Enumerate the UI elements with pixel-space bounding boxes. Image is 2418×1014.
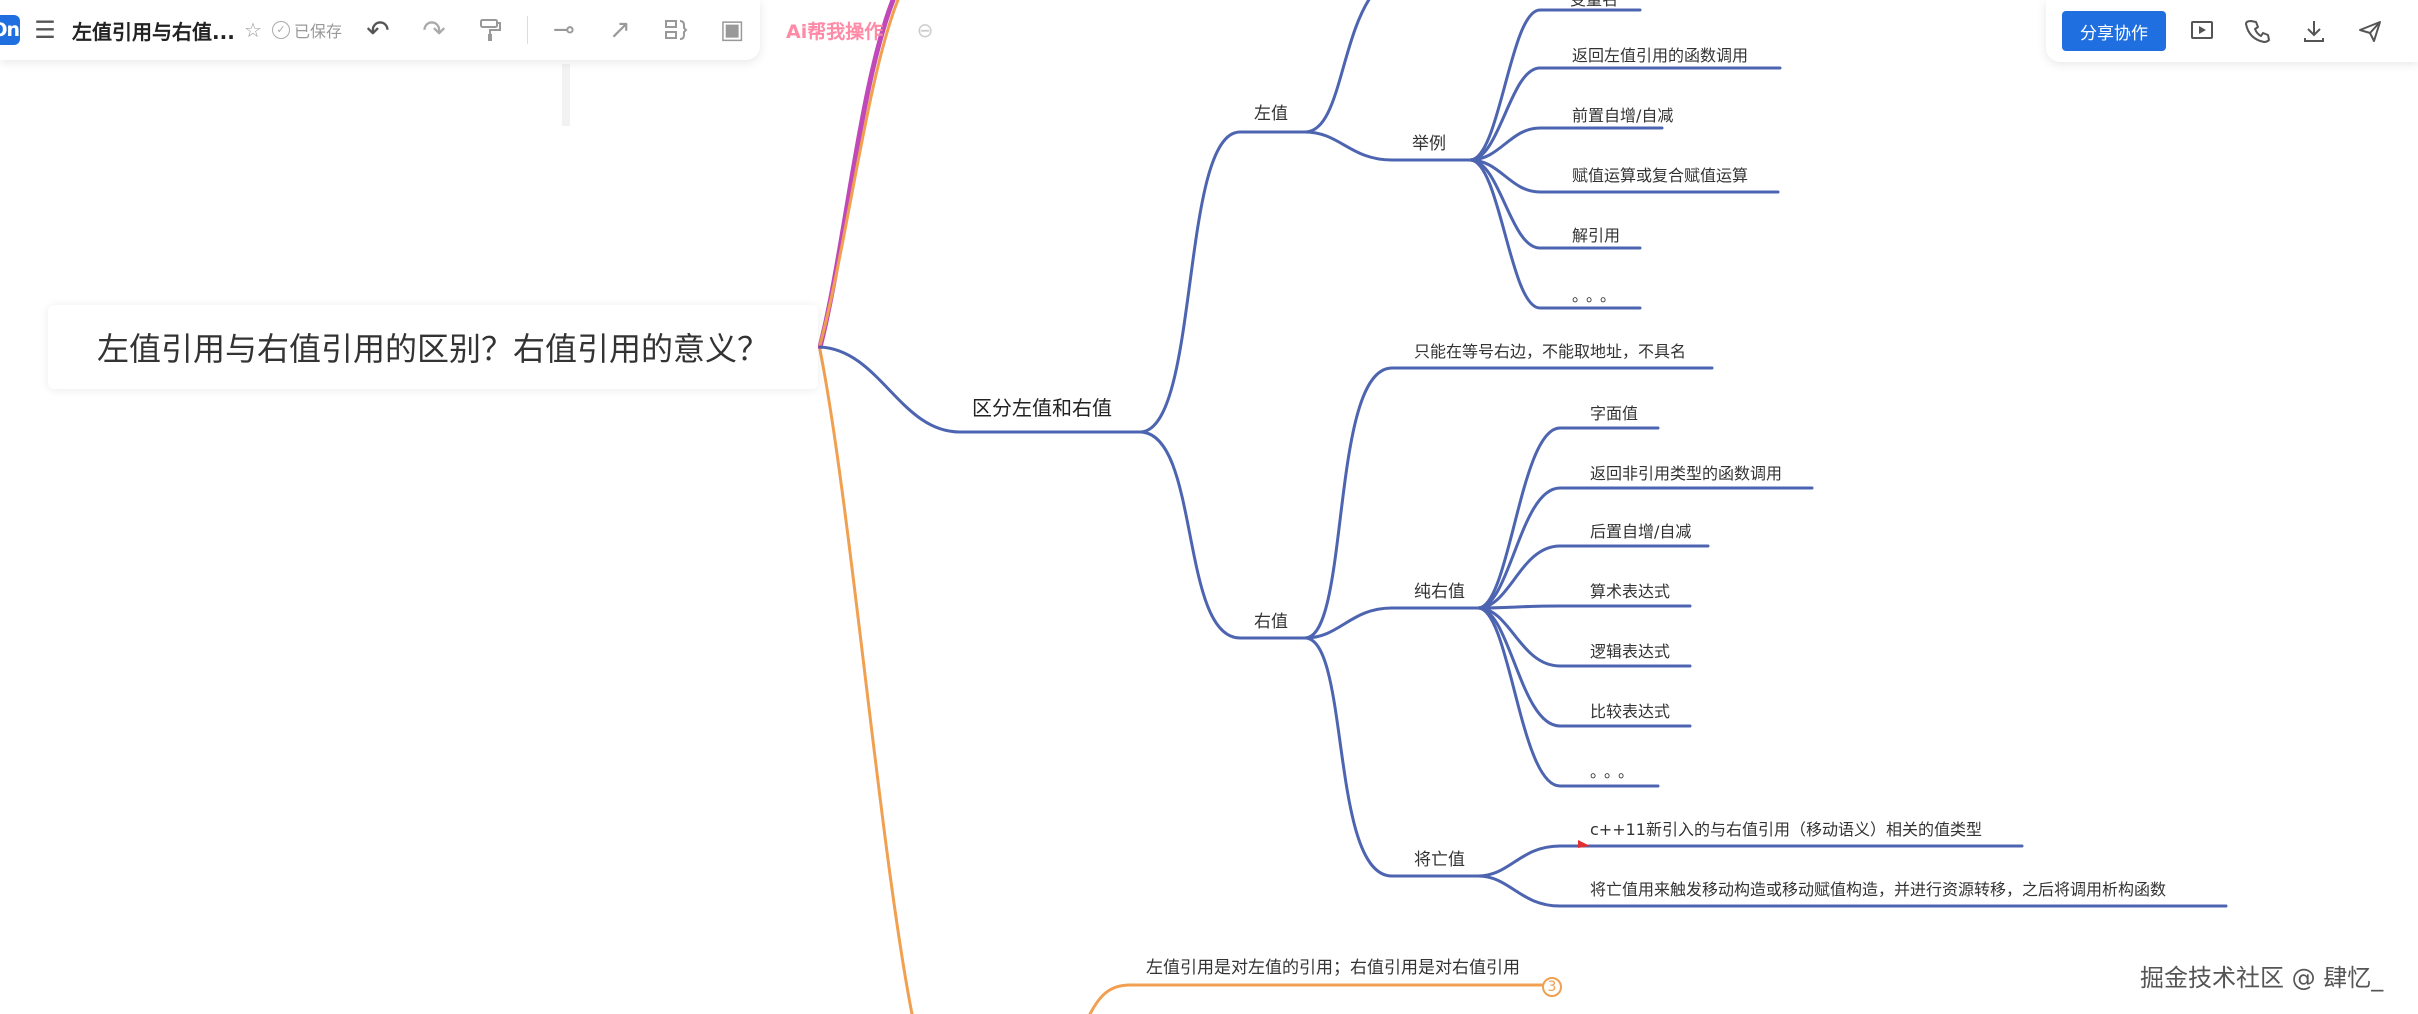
arrow-link-icon[interactable]: ↗ [609,15,631,45]
node-xvalue-item[interactable]: 将亡值用来触发移动构造或移动赋值构造，并进行资源转移，之后将调用析构函数 [1590,880,2167,899]
star-icon[interactable]: ☆ [244,18,262,42]
root-topic[interactable]: 左值引用与右值引用的区别？右值引用的意义？ [48,305,818,389]
connector-root-orange-down [818,348,914,1014]
connector-rvalue-prvalue [1303,606,1480,640]
saved-status: ✓ 已保存 [272,16,342,44]
redo-icon[interactable]: ↷ [422,13,446,47]
menu-icon[interactable]: ☰ [34,16,56,44]
node-main-branch[interactable]: 区分左值和右值 [972,396,1112,420]
node-prvalue-item[interactable]: 返回非引用类型的函数调用 [1590,464,1783,483]
ai-assistant-button[interactable]: Ai帮我操作 [786,20,884,43]
insert-node-icon[interactable]: ⊸ [553,15,575,45]
connector-bottom-branch [1088,983,1544,1014]
node-prvalue-item[interactable]: 后置自增/自减 [1590,522,1692,541]
scroll-track[interactable] [562,64,570,126]
root-topic-text: 左值引用与右值引用的区别？右值引用的意义？ [96,330,769,368]
download-icon[interactable] [2298,15,2330,47]
node-prvalue-item[interactable]: 比较表达式 [1590,702,1671,721]
connector-lvalue-examples [1303,130,1472,162]
node-prvalue-item[interactable]: 算术表达式 [1590,582,1671,601]
node-prvalue-item[interactable]: 字面值 [1590,404,1639,423]
node-bottom-branch[interactable]: 左值引用是对左值的引用；右值引用是对右值引用 [1146,958,1520,978]
node-prvalue-item[interactable]: 逻辑表达式 [1590,642,1671,661]
connector-rvalue-desc [1303,366,1714,640]
node-prvalue[interactable]: 纯右值 [1414,582,1465,602]
ai-collapse-icon[interactable]: ⊖ [916,18,934,42]
summary-icon[interactable] [660,14,692,46]
red-cursor-mark [1578,840,1590,848]
connector-root-main [818,345,1142,434]
saved-status-text: 已保存 [294,22,343,41]
node-lvalue-example-item[interactable]: 解引用 [1572,226,1621,245]
connector-rvalue-xvalue [1303,636,1480,878]
undo-icon[interactable]: ↶ [366,13,390,47]
connector-root-orange-up [818,0,900,347]
node-lvalue-example-item[interactable]: 前置自增/自减 [1572,106,1674,125]
node-lvalue-example-item[interactable]: 赋值运算或复合赋值运算 [1572,166,1749,185]
node-lvalue-example-item[interactable]: 返回左值引用的函数调用 [1572,46,1749,65]
collapsed-count-badge[interactable]: 3 [1542,977,1562,997]
top-toolbar-left [0,0,760,60]
node-rvalue[interactable]: 右值 [1254,612,1288,632]
document-title[interactable]: 左值引用与右值... [72,19,235,44]
outline-box-icon[interactable]: ▣ [719,15,745,45]
connector-main-rvalue [1138,430,1307,640]
node-lvalue-example-item[interactable]: 。。。 [1572,286,1623,305]
node-lvalue-examples[interactable]: 举例 [1412,134,1446,154]
connector-main-lvalue [1138,130,1307,434]
send-icon[interactable] [2354,15,2386,47]
node-prvalue-item[interactable]: 。。。 [1590,762,1641,781]
connector-lvalue-top [1303,0,1371,134]
node-lvalue[interactable]: 左值 [1254,104,1288,124]
app-logo[interactable]: On [0,15,20,45]
share-collaborate-button[interactable]: 分享协作 [2062,11,2166,51]
node-xvalue-item[interactable]: c++11新引入的与右值引用（移动语义）相关的值类型 [1590,820,1982,839]
node-rvalue-desc[interactable]: 只能在等号右边，不能取地址，不具名 [1414,342,1687,361]
phone-icon[interactable] [2242,15,2274,47]
format-painter-icon[interactable] [474,14,506,46]
node-xvalue[interactable]: 将亡值 [1414,850,1465,870]
saved-check-icon: ✓ [272,21,290,39]
toolbar-divider [527,16,528,44]
watermark: 掘金技术社区 @ 肆忆_ [2140,964,2384,992]
node-lvalue-top-partial[interactable]: 变量名 [1570,0,1618,10]
present-icon[interactable] [2186,15,2218,47]
